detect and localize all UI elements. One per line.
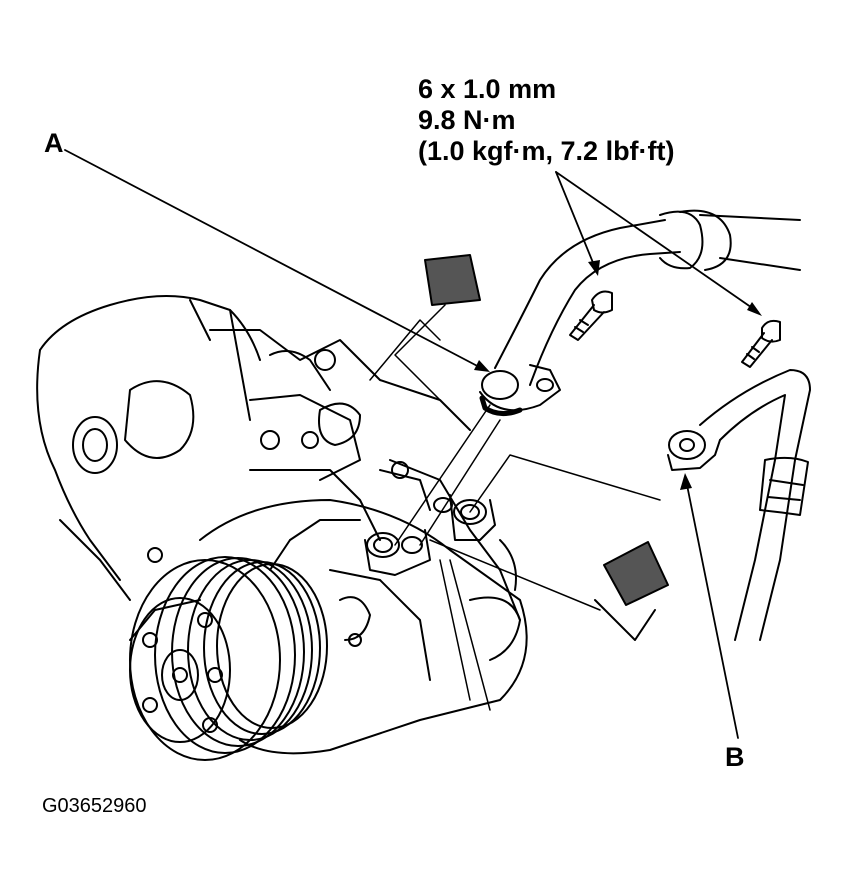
leader-arrowheads xyxy=(474,260,762,490)
callout-b: B xyxy=(725,742,745,772)
callout-leaders xyxy=(64,149,759,739)
torque-nm-text: 9.8 N·m xyxy=(418,105,516,135)
bolt-size-text: 6 x 1.0 mm xyxy=(418,74,557,104)
compressor-ports xyxy=(269,494,496,576)
figure-id: G03652960 xyxy=(42,795,147,817)
mounting-bolt-left xyxy=(569,290,613,341)
o-ring-pads xyxy=(424,254,669,641)
torque-spec: 6 x 1.0 mm 9.8 N·m (1.0 kgf·m, 7.2 lbf·f… xyxy=(418,74,675,167)
torque-alt-units-text: (1.0 kgf·m, 7.2 lbf·ft) xyxy=(418,136,675,166)
discharge-hose-b xyxy=(667,369,811,641)
engine-block xyxy=(36,295,471,601)
suction-hose-a xyxy=(479,209,801,416)
compressor-pulley xyxy=(129,556,328,761)
assembly-guide-lines xyxy=(369,304,661,711)
mounting-bolt-right xyxy=(741,319,781,368)
callout-a: A xyxy=(44,128,64,158)
compressor-body xyxy=(199,459,528,755)
